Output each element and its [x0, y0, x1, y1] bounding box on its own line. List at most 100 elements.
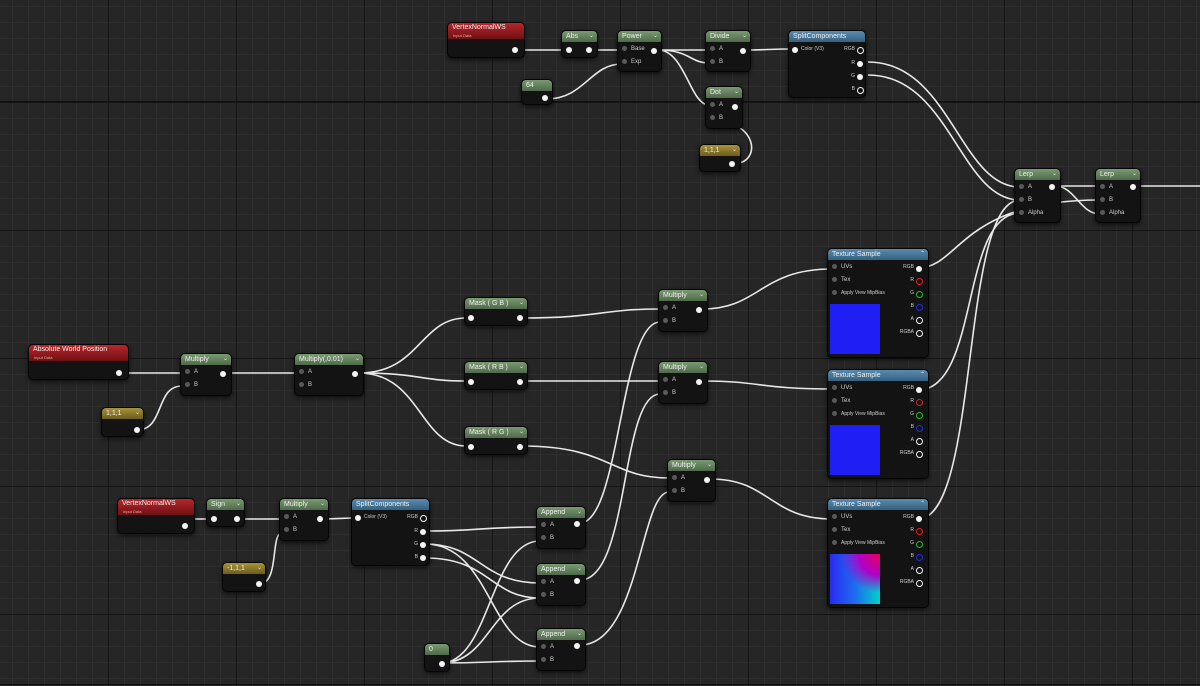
texture-sample-node-3[interactable]: Texture Sample⌃ UVs Tex Apply View MipBi…: [827, 498, 929, 608]
pin-a[interactable]: A: [663, 305, 676, 311]
chevron-down-icon[interactable]: ⌄: [319, 501, 325, 507]
pin-alpha[interactable]: Alpha: [1019, 210, 1043, 216]
input-pin[interactable]: [468, 315, 474, 321]
pin-alpha[interactable]: Alpha: [1100, 210, 1124, 216]
output-pin[interactable]: [704, 477, 710, 483]
append-node-2[interactable]: Append⌄ A B: [536, 563, 586, 606]
constant-111-left-node[interactable]: 1,1,1⌄: [101, 407, 144, 437]
pin-a[interactable]: A: [541, 644, 554, 650]
texture-sample-node-2[interactable]: Texture Sample⌃ UVs Tex Apply View MipBi…: [827, 369, 929, 479]
pin-b[interactable]: B: [185, 382, 198, 388]
multiply-001-node[interactable]: Multiply(,0.01)⌄ A B: [294, 353, 364, 396]
pin-b[interactable]: B: [663, 390, 676, 396]
chevron-down-icon[interactable]: ⌄: [576, 631, 582, 637]
input-pin[interactable]: [468, 379, 474, 385]
output-pin[interactable]: [256, 581, 262, 587]
pin-apply-view-mipbias[interactable]: Apply View MipBias: [832, 290, 885, 296]
output-pin[interactable]: [1049, 184, 1055, 190]
pin-b[interactable]: B: [710, 59, 723, 65]
chevron-down-icon[interactable]: ⌄: [518, 300, 524, 306]
output-pin[interactable]: [517, 444, 523, 450]
constant-0-node[interactable]: 0: [424, 643, 450, 672]
chevron-down-icon[interactable]: ⌄: [576, 566, 582, 572]
output-pin-r[interactable]: [420, 529, 426, 535]
output-pin[interactable]: [134, 427, 140, 433]
output-pin[interactable]: [574, 521, 580, 527]
texture-sample-node-1[interactable]: Texture Sample⌃ UVs Tex Apply View MipBi…: [827, 248, 929, 358]
pin-uvs[interactable]: UVs: [832, 385, 852, 391]
output-pin[interactable]: [116, 370, 122, 376]
chevron-up-icon[interactable]: ⌃: [919, 372, 925, 378]
chevron-down-icon[interactable]: ⌄: [256, 565, 262, 571]
output-pin-rgb[interactable]: [857, 47, 864, 54]
input-pin[interactable]: [211, 516, 217, 522]
pin-b[interactable]: B: [299, 382, 312, 388]
chevron-down-icon[interactable]: ⌄: [1131, 171, 1137, 177]
output-pin[interactable]: [566, 47, 572, 53]
pin-uvs[interactable]: UVs: [832, 264, 852, 270]
pin-base[interactable]: Base: [622, 46, 645, 52]
output-pin[interactable]: [220, 371, 226, 377]
chevron-up-icon[interactable]: ⌃: [919, 501, 925, 507]
dot-node[interactable]: Dot⌄ A B: [705, 86, 743, 129]
output-pin[interactable]: [729, 161, 735, 167]
output-pin-a[interactable]: [916, 317, 923, 324]
constant-neg111-node[interactable]: -1,1,1⌄: [222, 562, 266, 592]
pin-b[interactable]: B: [1100, 197, 1113, 203]
chevron-down-icon[interactable]: ⌄: [698, 364, 704, 370]
pin-a[interactable]: A: [663, 377, 676, 383]
pin-a[interactable]: A: [284, 514, 297, 520]
multiply-node-b[interactable]: Multiply⌄ A B: [658, 361, 708, 404]
output-pin[interactable]: [182, 523, 188, 529]
output-pin-g[interactable]: [916, 412, 923, 419]
mask-gb-node[interactable]: Mask ( G B )⌄: [464, 297, 528, 326]
output-pin[interactable]: [317, 516, 323, 522]
pin-a[interactable]: A: [672, 475, 685, 481]
output-pin-r[interactable]: [916, 278, 923, 285]
chevron-down-icon[interactable]: ⌄: [741, 33, 747, 39]
output-pin[interactable]: [696, 379, 702, 385]
lerp-node-2[interactable]: Lerp⌄ A B Alpha: [1095, 168, 1141, 223]
multiply-left-node[interactable]: Multiply⌄ A B: [180, 353, 232, 396]
chevron-down-icon[interactable]: ⌄: [588, 33, 594, 39]
output-pin-r[interactable]: [916, 399, 923, 406]
pin-a[interactable]: A: [710, 46, 723, 52]
output-pin-g[interactable]: [420, 542, 426, 548]
constant-111-top-node[interactable]: 1,1,1⌄: [699, 144, 741, 172]
pin-apply-view-mipbias[interactable]: Apply View MipBias: [832, 540, 885, 546]
multiply-node-a[interactable]: Multiply⌄ A B: [658, 289, 708, 332]
output-pin-rgba[interactable]: [916, 451, 923, 458]
chevron-down-icon[interactable]: ⌄: [652, 33, 658, 39]
output-pin-b[interactable]: [857, 87, 864, 94]
chevron-down-icon[interactable]: ⌄: [354, 356, 360, 362]
chevron-down-icon[interactable]: ⌄: [134, 410, 140, 416]
output-pin[interactable]: [517, 379, 523, 385]
output-pin[interactable]: [1130, 184, 1136, 190]
pin-a[interactable]: A: [299, 369, 312, 375]
output-pin[interactable]: [651, 48, 657, 54]
output-pin[interactable]: [574, 643, 580, 649]
chevron-down-icon[interactable]: ⌄: [698, 292, 704, 298]
output-pin[interactable]: [352, 371, 358, 377]
chevron-down-icon[interactable]: ⌄: [518, 429, 524, 435]
output-pin-r[interactable]: [916, 528, 923, 535]
pin-a[interactable]: A: [1019, 184, 1032, 190]
output-pin-rgb[interactable]: [916, 266, 922, 272]
pin-a[interactable]: A: [185, 369, 198, 375]
pin-a[interactable]: A: [710, 102, 723, 108]
append-node-1[interactable]: Append⌄ A B: [536, 506, 586, 549]
output-pin-rgb[interactable]: [916, 516, 922, 522]
constant-64-node[interactable]: 64: [521, 79, 553, 105]
output-pin-g[interactable]: [857, 74, 863, 80]
sign-node[interactable]: Sign⌄: [206, 498, 245, 527]
pin-b[interactable]: B: [541, 535, 554, 541]
output-pin-rgba[interactable]: [916, 330, 923, 337]
pin-b[interactable]: B: [541, 592, 554, 598]
input-pin[interactable]: [792, 47, 798, 53]
chevron-down-icon[interactable]: ⌄: [1051, 171, 1057, 177]
output-pin-r[interactable]: [857, 61, 863, 67]
pin-a[interactable]: A: [541, 522, 554, 528]
abs-node[interactable]: Abs⌄: [561, 30, 598, 58]
output-pin-b[interactable]: [916, 554, 923, 561]
